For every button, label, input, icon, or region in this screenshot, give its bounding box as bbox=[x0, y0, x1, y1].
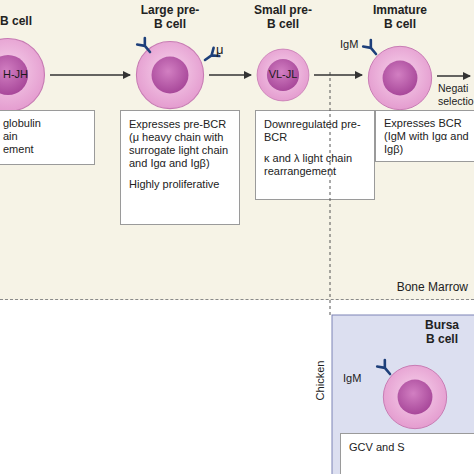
process-box: Expresses BCR (IgM with Igα and Igβ) bbox=[375, 110, 474, 162]
molecule-label: μ bbox=[216, 43, 224, 56]
box-text: Downregulated pre-BCR bbox=[264, 118, 366, 144]
process-box: globulin ain ement bbox=[0, 110, 95, 165]
gene-segment-label: H-JH bbox=[3, 68, 43, 81]
flow-arrow bbox=[314, 74, 362, 75]
flow-arrow bbox=[209, 74, 251, 75]
box-text: Highly proliferative bbox=[129, 178, 231, 191]
cell-membrane bbox=[0, 39, 44, 112]
cell-shape bbox=[382, 364, 448, 430]
process-box: Expresses pre-BCR (μ heavy chain with su… bbox=[120, 110, 240, 225]
cell-node: Large pre-B cell bbox=[135, 40, 205, 110]
region-band: Bone MarrowB cellH-JHglobulin ain ementL… bbox=[0, 0, 474, 300]
molecule-label: IgM bbox=[343, 372, 361, 385]
gene-segment-label: VL-JL bbox=[258, 68, 308, 81]
bcr-symbol bbox=[377, 360, 394, 377]
cell-node: Bursa B cell bbox=[382, 364, 448, 430]
region-label: Bone Marrow bbox=[397, 280, 468, 294]
process-label: Negati selectio bbox=[438, 82, 472, 108]
cell-nucleus bbox=[152, 57, 189, 94]
process-box: GCV and S bbox=[340, 433, 474, 474]
cell-nucleus bbox=[383, 61, 418, 96]
cell-nucleus bbox=[398, 380, 433, 415]
bursa-panel bbox=[332, 315, 474, 474]
cell-node: B cellH-JH bbox=[0, 37, 46, 113]
cell-title: Bursa B cell bbox=[422, 318, 462, 346]
cell-shape bbox=[367, 45, 433, 111]
cell-node: Small pre-B cellVL-JL bbox=[256, 48, 310, 102]
process-box: Downregulated pre-BCR κ and λ light chain… bbox=[255, 110, 375, 200]
cell-membrane bbox=[136, 41, 203, 108]
cell-title: Immature B cell bbox=[369, 3, 431, 31]
box-text: globulin ain ement bbox=[3, 117, 51, 156]
box-text: Expresses pre-BCR (μ heavy chain with su… bbox=[129, 118, 231, 170]
cell-membrane bbox=[383, 365, 446, 428]
cell-title: Large pre-B cell bbox=[139, 3, 201, 31]
species-label: Chicken bbox=[314, 351, 327, 411]
cell-shape bbox=[135, 40, 205, 110]
cell-title: B cell bbox=[0, 14, 50, 28]
cell-node: Immature B cell bbox=[367, 45, 433, 111]
box-text: κ and λ light chain rearrangement bbox=[264, 152, 366, 178]
cell-title: Small pre-B cell bbox=[252, 3, 314, 31]
flow-arrow bbox=[50, 74, 130, 75]
cell-membrane bbox=[368, 46, 431, 109]
box-text: GCV and S bbox=[349, 441, 471, 454]
molecule-label: IgM bbox=[340, 38, 358, 51]
cell-membrane bbox=[257, 49, 309, 101]
box-text: Expresses BCR (IgM with Igα and Igβ) bbox=[384, 117, 474, 156]
